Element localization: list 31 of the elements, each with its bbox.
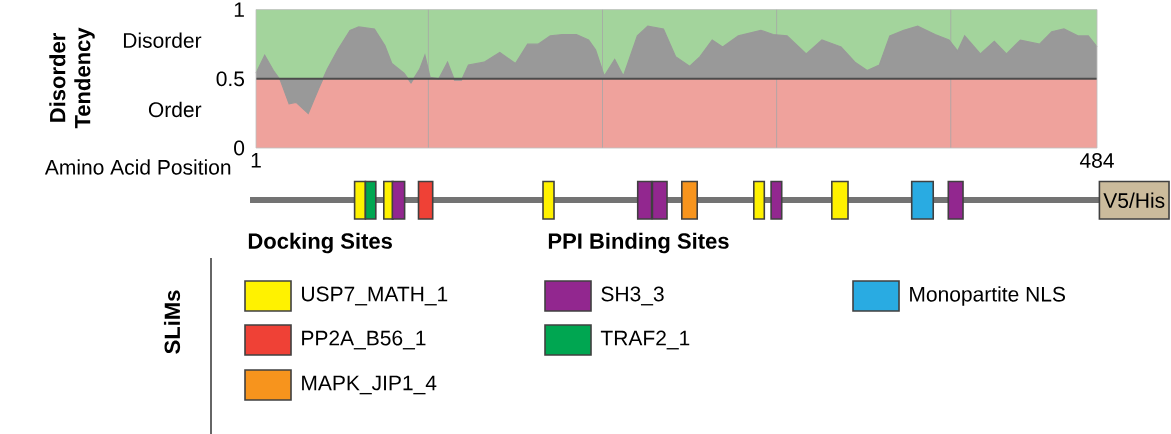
axis-title: Amino Acid Position [44, 159, 231, 175]
legend-label: MAPK_JIP1_4 [302, 375, 437, 395]
motif-box [542, 180, 555, 220]
legend-label: SH3_3 [601, 286, 664, 306]
group-title: PPI Binding Sites [548, 232, 729, 254]
motif-box [947, 180, 964, 220]
motif-box [910, 180, 934, 220]
group-title: Docking Sites [248, 232, 392, 254]
motif-box [681, 180, 698, 220]
group-title: SLiMs [163, 290, 181, 354]
motif-box [417, 180, 434, 220]
motif-box [651, 180, 668, 220]
motif-box [753, 180, 766, 220]
side-title: Disorder Tendency [49, 27, 95, 129]
tick-label: 0 [234, 140, 245, 156]
legend-label: Monopartite NLS [910, 286, 1065, 306]
tag-box: V5/His [1098, 180, 1170, 220]
tick-label: 484 [1079, 153, 1114, 168]
motif-box [364, 180, 377, 220]
motif-box [636, 180, 653, 220]
band-label: Order [148, 101, 202, 118]
legend-label: USP7_MATH_1 [302, 286, 448, 306]
legend-label: PP2A_B56_1 [302, 330, 426, 350]
tick-label: 1 [251, 153, 261, 168]
tick-label: 1 [234, 2, 244, 17]
motif-box [391, 180, 406, 220]
motif-box [770, 180, 783, 220]
band-label: Disorder [124, 32, 202, 48]
tick-label: 0.5 [216, 71, 245, 87]
legend-label: TRAF2_1 [600, 330, 690, 350]
motif-box [831, 180, 849, 220]
